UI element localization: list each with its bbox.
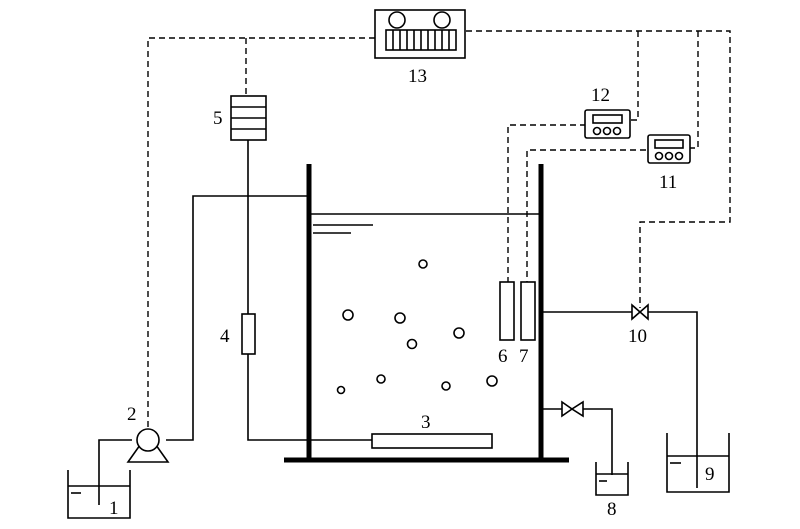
air-filter-4 [241, 313, 256, 355]
air-line [247, 140, 372, 441]
drain-valve [561, 400, 584, 418]
feed-line [166, 195, 309, 441]
probe-line-6 [507, 124, 586, 282]
control-line-right-main [466, 30, 731, 308]
control-line-meter11 [690, 31, 699, 149]
label-5: 5 [213, 108, 223, 129]
label-7: 7 [519, 346, 529, 367]
effluent-line [541, 311, 698, 488]
label-6: 6 [498, 346, 508, 367]
label-1: 1 [109, 498, 119, 519]
air-bubbles [336, 259, 498, 395]
meter-11 [647, 134, 691, 164]
label-13: 13 [408, 66, 427, 87]
probe-line-7 [526, 149, 646, 282]
probe-6 [499, 281, 515, 341]
control-lines [147, 30, 731, 430]
valve-10 [631, 303, 649, 321]
label-8: 8 [607, 499, 617, 520]
controller-unit [374, 9, 466, 59]
diffuser-3 [371, 433, 493, 449]
label-9: 9 [705, 464, 715, 485]
label-3: 3 [421, 412, 431, 433]
control-line-pump [147, 37, 375, 430]
label-4: 4 [220, 326, 230, 347]
flowmeter-5 [230, 95, 267, 141]
feed-pump-2 [126, 428, 170, 463]
meter-12 [584, 109, 631, 139]
label-11: 11 [659, 172, 677, 193]
label-2: 2 [127, 404, 137, 425]
drain-line [541, 408, 613, 475]
sludge-tank-8 [595, 462, 629, 496]
control-line-meter12 [630, 31, 639, 121]
suction-line [98, 439, 132, 505]
effluent-tank-9 [666, 433, 730, 493]
label-10: 10 [628, 326, 647, 347]
label-12: 12 [591, 85, 610, 106]
probe-7 [520, 281, 536, 341]
feed-tank-1 [67, 470, 131, 519]
labels: 1 2 3 4 5 6 7 8 9 10 11 12 13 [109, 66, 715, 520]
